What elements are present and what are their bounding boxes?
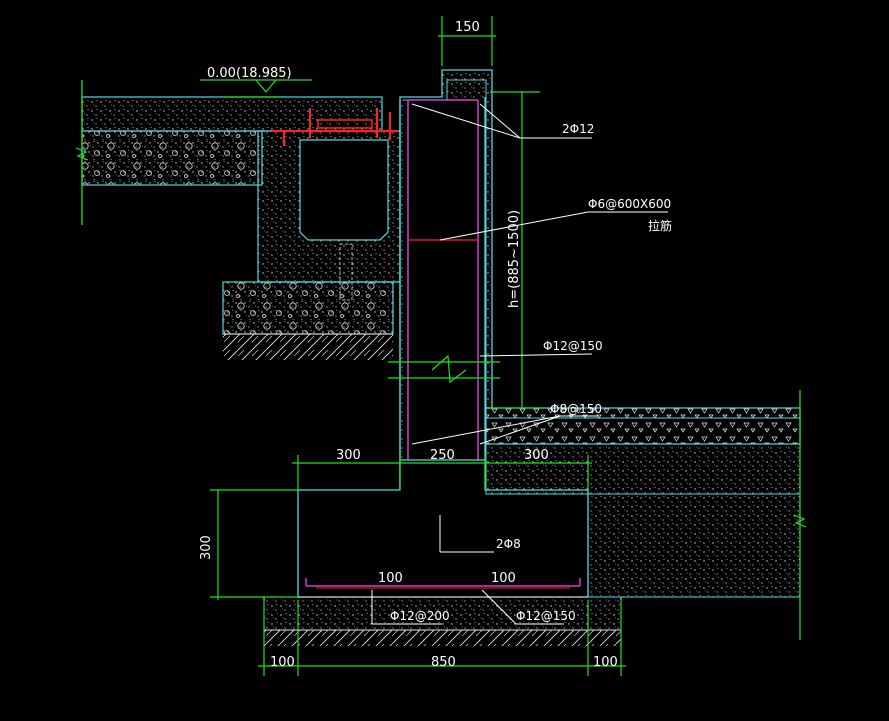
- dim-cover-left: 100: [378, 571, 403, 586]
- label-horizontal-bars: Φ8@150: [550, 402, 602, 416]
- dim-toe-left: 300: [336, 448, 361, 463]
- label-footing-bottom: Φ12@200: [390, 609, 450, 623]
- elevation-label: 0.00(18.985): [207, 66, 292, 81]
- left-slab: [75, 80, 383, 225]
- label-top-bars: 2Φ12: [562, 122, 594, 136]
- dim-wall-top-width: 150: [455, 20, 480, 35]
- dim-pad-right: 100: [593, 655, 618, 670]
- label-vertical-bars: Φ12@150: [543, 339, 603, 353]
- dim-footing-width: 850: [431, 655, 456, 670]
- dim-wall-height: h=(885~1500): [507, 210, 522, 308]
- retaining-wall: [399, 69, 493, 491]
- label-footing-top: Φ12@150: [516, 609, 576, 623]
- dim-wall-thickness: 250: [430, 448, 455, 463]
- dim-pad-left: 100: [270, 655, 295, 670]
- right-ground: [485, 390, 807, 640]
- dim-cover-right: 100: [491, 571, 516, 586]
- drain-grate: [272, 108, 398, 146]
- dim-footing-height: 300: [199, 535, 214, 560]
- label-footing-stirrups: 2Φ8: [496, 537, 521, 551]
- dim-heel-right: 300: [524, 448, 549, 463]
- label-tie-bars: Φ6@600X600: [588, 197, 671, 211]
- label-tie-note: 拉筋: [648, 218, 672, 233]
- leader-lines: [371, 103, 668, 625]
